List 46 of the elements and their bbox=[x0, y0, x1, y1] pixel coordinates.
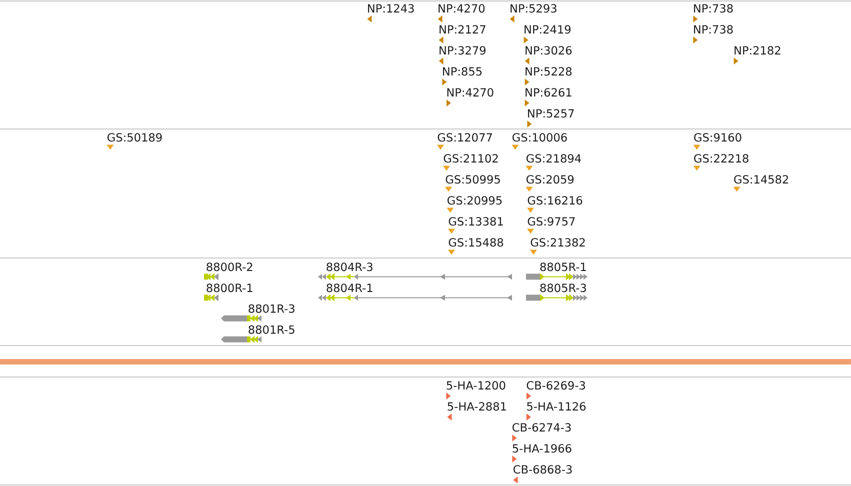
feature-label: GS:9160 bbox=[694, 133, 742, 142]
feature-label: NP:4270 bbox=[447, 88, 494, 97]
feature-label: GS:13381 bbox=[448, 217, 503, 226]
feature-label: GS:50995 bbox=[446, 175, 500, 184]
feature-label: NP:738 bbox=[694, 25, 733, 34]
feature-label: NP:3279 bbox=[440, 46, 486, 55]
feature-label: 8801R-3 bbox=[248, 304, 294, 313]
feature-label: 8800R-2 bbox=[206, 262, 252, 272]
feature-label: NP:2182 bbox=[734, 46, 780, 55]
feature-label: GS:21894 bbox=[526, 154, 581, 163]
feature-label: GS:20995 bbox=[448, 196, 502, 205]
feature-label: 8805R-1 bbox=[540, 262, 586, 272]
feature-label: NP:2419 bbox=[524, 25, 571, 34]
feature-label: CB-6269-3 bbox=[526, 381, 586, 390]
feature-label: NP:4270 bbox=[438, 4, 485, 13]
feature-label: 8805R-3 bbox=[540, 284, 586, 292]
feature-label: GS:14582 bbox=[734, 175, 788, 184]
feature-label: GS:10006 bbox=[512, 133, 567, 142]
feature-label: NP:5293 bbox=[510, 4, 556, 13]
feature-label: NP:5257 bbox=[528, 109, 574, 118]
feature-label: NP:2127 bbox=[440, 25, 486, 34]
feature-label: GS:50189 bbox=[108, 133, 162, 142]
feature-label: NP:1243 bbox=[368, 4, 414, 13]
feature-label: NP:5228 bbox=[526, 67, 572, 76]
feature-label: GS:12077 bbox=[438, 133, 492, 142]
feature-label: NP:855 bbox=[443, 67, 482, 76]
feature-label: 8804R-1 bbox=[326, 284, 372, 292]
feature-label: GS:15488 bbox=[448, 238, 504, 247]
feature-label: GS:16216 bbox=[528, 196, 582, 205]
feature-label: CB-6274-3 bbox=[512, 423, 571, 432]
feature-label: GS:9757 bbox=[528, 217, 575, 226]
feature-label: 5-HA-1200 bbox=[446, 381, 506, 390]
feature-label: 8800R-1 bbox=[206, 284, 252, 292]
feature-label: CB-6868-3 bbox=[514, 465, 572, 474]
feature-label: NP:738 bbox=[694, 4, 733, 13]
feature-label: 5-HA-2881 bbox=[448, 402, 506, 411]
feature-label: GS:2059 bbox=[526, 175, 574, 184]
feature-label: GS:22218 bbox=[694, 154, 748, 163]
feature-label: NP:6261 bbox=[526, 88, 572, 97]
feature-label: GS:21102 bbox=[444, 154, 498, 163]
feature-label: 5-HA-1966 bbox=[512, 444, 572, 453]
feature-label: 5-HA-1126 bbox=[527, 402, 586, 411]
feature-label: 8804R-3 bbox=[326, 262, 372, 272]
feature-label: NP:3026 bbox=[526, 46, 572, 55]
feature-label: 8801R-5 bbox=[248, 325, 294, 334]
feature-label: GS:21382 bbox=[530, 238, 585, 247]
